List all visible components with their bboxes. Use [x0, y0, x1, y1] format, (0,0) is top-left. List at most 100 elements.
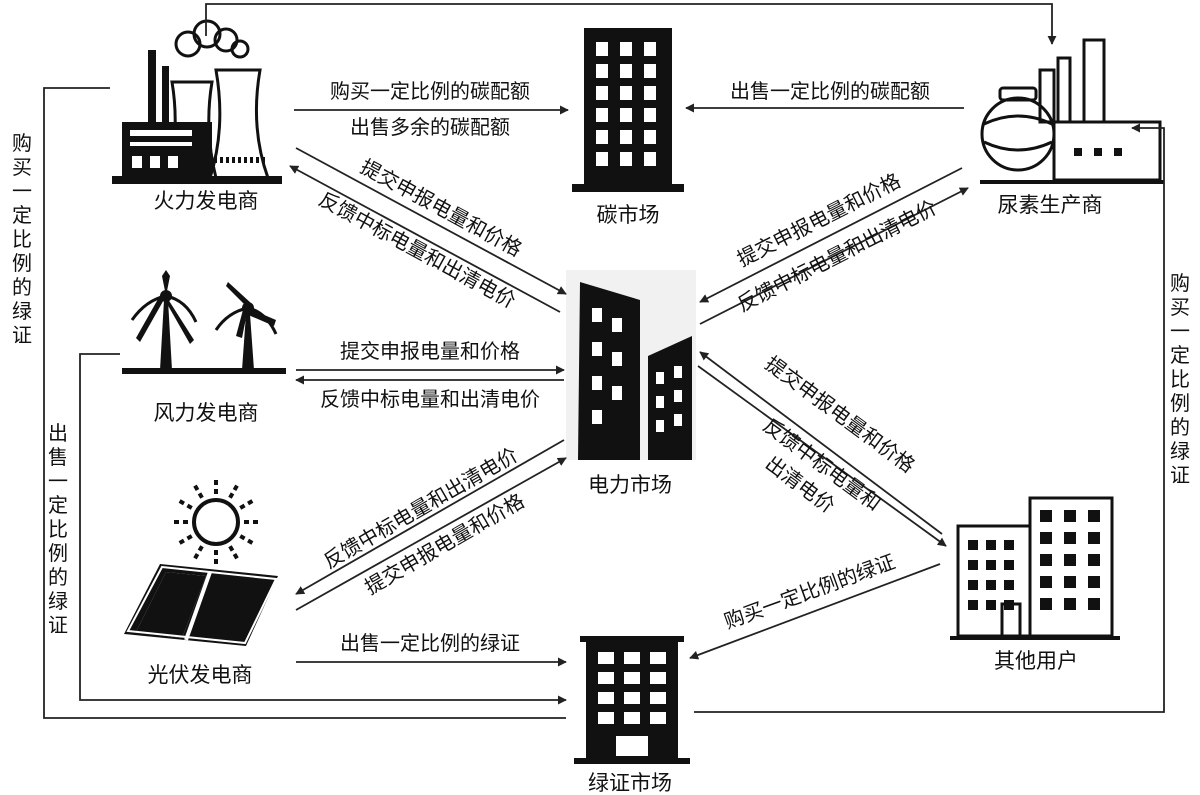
window-icon — [596, 42, 608, 56]
window-icon — [1088, 510, 1100, 522]
window-icon — [1040, 510, 1052, 522]
window-icon — [620, 152, 632, 166]
window-icon — [650, 652, 666, 664]
window-icon — [1088, 554, 1100, 566]
window-icon — [986, 560, 996, 570]
thermal-plant-icon — [112, 19, 282, 184]
window-icon — [986, 540, 996, 550]
edge-thermal-submit: 提交申报电量和价格 — [357, 154, 527, 261]
window-icon — [620, 86, 632, 100]
sun-ray — [192, 545, 204, 562]
window-icon — [1088, 598, 1100, 610]
left-outer-loop-line — [43, 87, 566, 719]
power-market-tower-icon — [566, 270, 696, 460]
edge-pv-sell-green-cert: 出售一定比例的绿证 — [340, 631, 520, 655]
edge-sell-carbon-quota: 出售一定比例的碳配额 — [730, 79, 930, 103]
window-icon — [650, 712, 666, 724]
window-icon — [968, 580, 978, 590]
sun-ray — [239, 498, 256, 510]
solar-panel-icon — [124, 478, 278, 646]
sun-ray — [192, 482, 204, 499]
window-icon — [624, 712, 640, 724]
window-icon — [1040, 576, 1052, 588]
node-green-cert-market: 绿证市场 — [588, 771, 672, 795]
window-icon — [598, 712, 614, 724]
other-users-building-icon — [950, 496, 1120, 640]
node-power-market: 电力市场 — [588, 473, 672, 497]
edge-wind-feedback: 反馈中标电量和出清电价 — [320, 387, 540, 411]
window-icon — [598, 672, 614, 684]
sun-ray — [176, 498, 193, 510]
node-wind: 风力发电商 — [154, 401, 259, 425]
edge-wind-submit: 提交申报电量和价格 — [340, 339, 520, 363]
right-buy-green-cert-label: 购买一定比例的绿证 — [1170, 271, 1190, 487]
window-icon — [650, 672, 666, 684]
window-icon — [1064, 510, 1076, 522]
node-urea: 尿素生产商 — [998, 193, 1103, 217]
window-icon — [986, 600, 996, 610]
window-icon — [968, 600, 978, 610]
user-building-windows-left — [968, 510, 1100, 610]
wind-turbines-icon — [122, 270, 286, 374]
window-icon — [1004, 600, 1014, 610]
left-sell-green-cert-label: 出售一定比例的绿证 — [48, 421, 68, 637]
window-icon — [620, 108, 632, 122]
window-icon — [968, 540, 978, 550]
node-pv: 光伏发电商 — [148, 663, 253, 687]
window-icon — [968, 560, 978, 570]
carbon-market-windows — [596, 42, 656, 166]
sun-ray — [176, 534, 193, 546]
window-icon — [596, 86, 608, 100]
window-icon — [1064, 598, 1076, 610]
sun-ray — [239, 534, 256, 546]
window-icon — [1004, 580, 1014, 590]
window-icon — [1064, 576, 1076, 588]
window-icon — [598, 652, 614, 664]
window-icon — [1004, 560, 1014, 570]
window-icon — [1088, 532, 1100, 544]
sun-rays-icon — [172, 478, 260, 566]
window-icon — [598, 692, 614, 704]
green-cert-market-windows — [598, 652, 666, 724]
node-other-users: 其他用户 — [994, 649, 1078, 673]
window-icon — [644, 64, 656, 78]
window-icon — [596, 108, 608, 122]
window-icon — [620, 42, 632, 56]
window-icon — [624, 652, 640, 664]
window-icon — [1040, 554, 1052, 566]
window-icon — [644, 152, 656, 166]
right-loop-line — [694, 123, 1165, 713]
edge-users-buy-green-cert: 购买一定比例的绿证 — [721, 549, 898, 633]
window-icon — [624, 672, 640, 684]
urea-factory-icon — [980, 38, 1164, 184]
window-icon — [624, 692, 640, 704]
window-icon — [1040, 532, 1052, 544]
window-icon — [620, 64, 632, 78]
window-icon — [650, 692, 666, 704]
window-icon — [596, 64, 608, 78]
left-buy-green-cert-label: 购买一定比例的绿证 — [12, 131, 32, 347]
left-inner-loop-line — [79, 353, 567, 705]
window-icon — [596, 152, 608, 166]
top-connector-line — [205, 3, 1057, 45]
window-icon — [1004, 540, 1014, 550]
window-icon — [1064, 554, 1076, 566]
window-icon — [1064, 532, 1076, 544]
window-icon — [1040, 598, 1052, 610]
window-icon — [596, 130, 608, 144]
edge-buy-carbon-quota: 购买一定比例的碳配额 — [330, 79, 530, 103]
window-icon — [1088, 576, 1100, 588]
sun-ray — [228, 482, 240, 499]
window-icon — [644, 42, 656, 56]
window-icon — [644, 130, 656, 144]
edge-sell-surplus-carbon: 出售多余的碳配额 — [350, 115, 510, 139]
window-icon — [644, 108, 656, 122]
sun-ray — [228, 545, 240, 562]
window-icon — [620, 130, 632, 144]
window-icon — [644, 86, 656, 100]
node-thermal: 火力发电商 — [154, 189, 259, 213]
window-icon — [986, 580, 996, 590]
node-carbon-market: 碳市场 — [597, 203, 660, 227]
